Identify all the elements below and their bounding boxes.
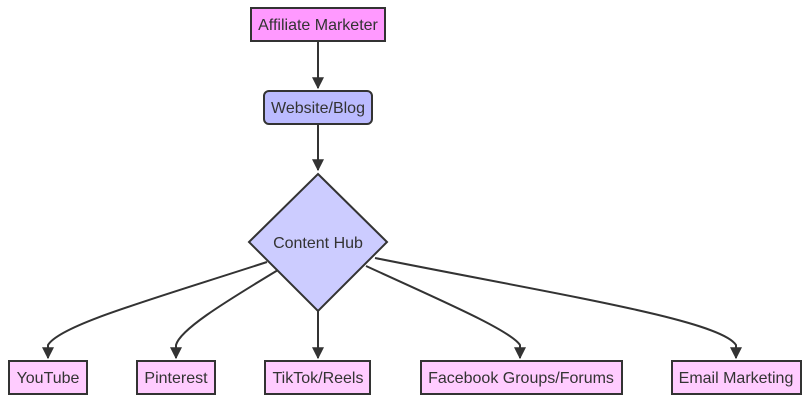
node-facebook-groups-forums[interactable]: Facebook Groups/Forums [420,360,623,395]
node-youtube-box [8,360,88,395]
edge-contenthub-to-facebook [365,265,526,360]
node-youtube-label: YouTube [17,370,80,387]
node-tiktok-reels[interactable]: TikTok/Reels [264,360,371,395]
node-affiliate-marketer[interactable]: Affiliate Marketer [250,7,386,42]
node-pinterest-box [136,360,216,395]
node-youtube[interactable]: YouTube [8,360,88,395]
node-content-hub[interactable]: Content Hub [247,172,389,313]
node-email-marketing-box [671,360,802,395]
edges [42,41,742,360]
node-pinterest[interactable]: Pinterest [136,360,216,395]
node-email-marketing-label: Email Marketing [679,370,794,387]
node-email-marketing[interactable]: Email Marketing [671,360,802,395]
node-affiliate-marketer-box [250,7,386,42]
edge-contenthub-to-youtube [42,261,268,360]
node-facebook-groups-forums-label: Facebook Groups/Forums [428,370,614,387]
node-website-blog-label: Website/Blog [271,100,365,117]
node-website-blog-box [263,90,373,125]
edge-contenthub-to-pinterest [170,269,279,360]
node-content-hub-diamond [247,172,389,313]
node-tiktok-reels-box [264,360,371,395]
node-tiktok-reels-label: TikTok/Reels [273,370,364,387]
node-affiliate-marketer-label: Affiliate Marketer [258,17,378,34]
node-content-hub-label: Content Hub [273,235,363,252]
node-facebook-groups-forums-box [420,360,623,395]
edge-contenthub-to-email [374,257,742,360]
node-pinterest-label: Pinterest [144,370,208,387]
node-website-blog[interactable]: Website/Blog [263,90,373,125]
